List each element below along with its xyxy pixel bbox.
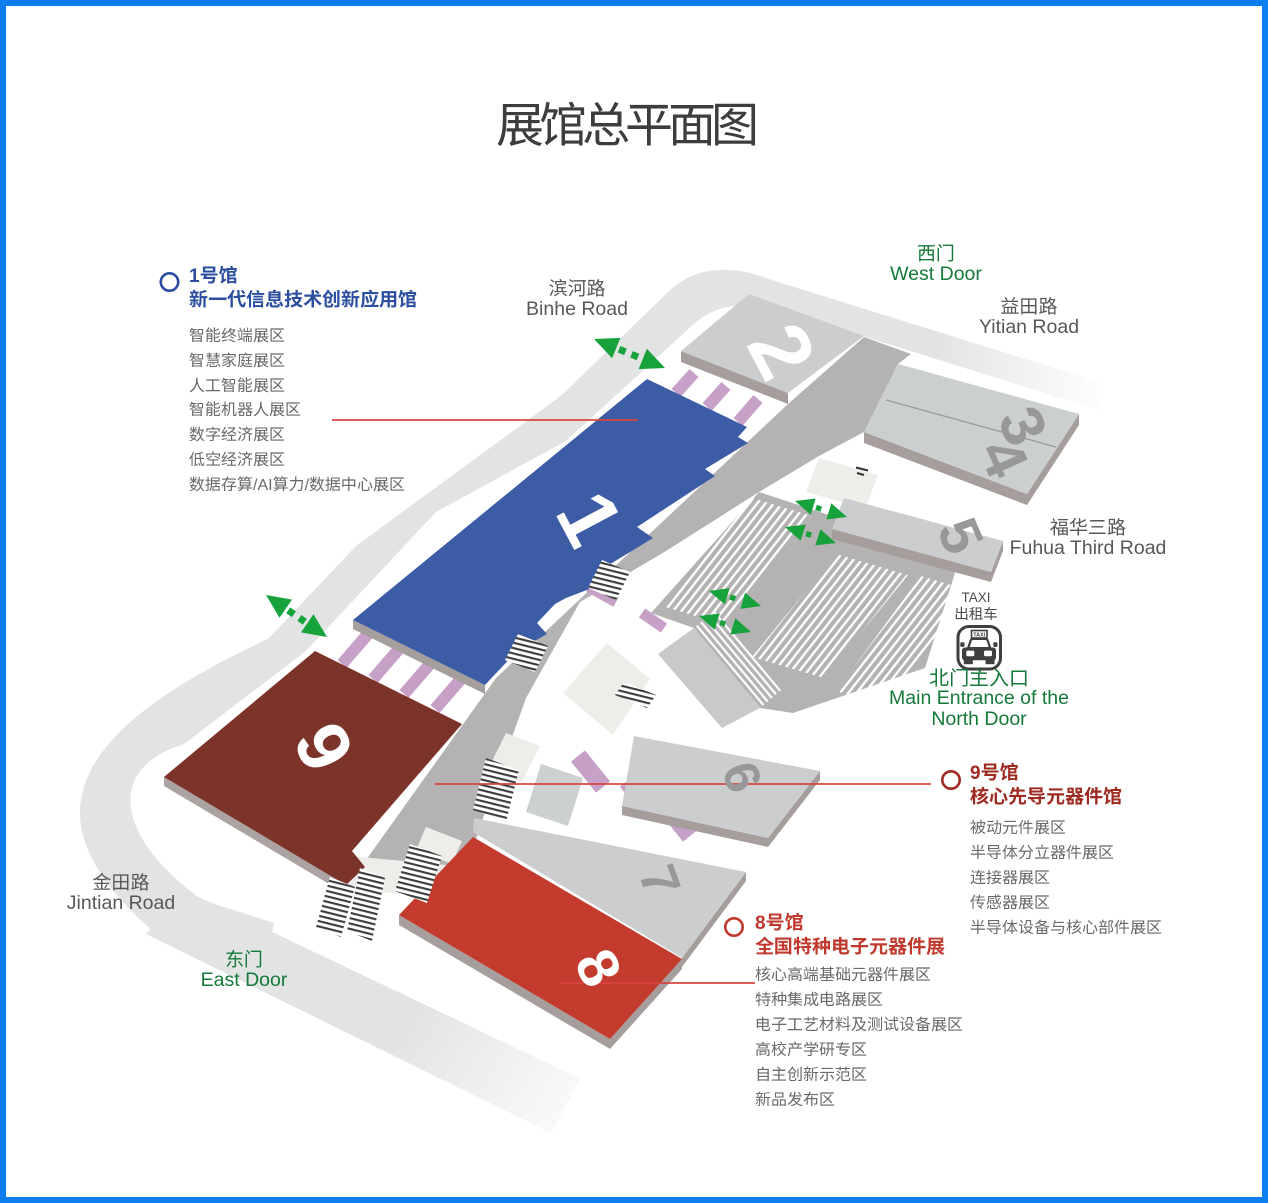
svg-text:TAXI: TAXI [973, 633, 986, 639]
